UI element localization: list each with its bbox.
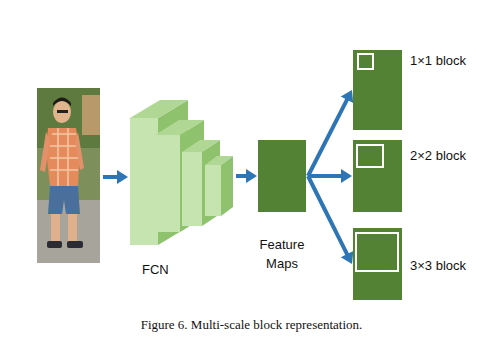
arrow-shaft — [236, 174, 247, 178]
label-text: FCN — [142, 260, 169, 279]
person-head — [53, 101, 71, 123]
flow-arrow — [236, 169, 257, 183]
node-label: 1×1 block — [410, 51, 466, 70]
layer-slab-top — [155, 120, 204, 135]
arrowhead — [246, 169, 257, 183]
feature-map-node: Feature Maps — [252, 138, 314, 278]
label-text: 2×2 block — [410, 146, 466, 165]
person-glasses — [57, 110, 68, 113]
person-shoe — [47, 241, 62, 248]
person-hair — [53, 98, 71, 107]
person-leg — [51, 214, 60, 242]
layer-slab-front — [130, 118, 158, 245]
block-window — [355, 232, 399, 272]
person-arm — [75, 132, 84, 170]
label-text: 3×3 block — [410, 256, 466, 275]
block-node: 1×1 block — [351, 48, 481, 132]
layer-slab-top — [205, 156, 233, 165]
block-window — [356, 144, 384, 168]
flow-arrow — [308, 176, 353, 264]
layer-slab-front — [205, 165, 221, 216]
layer-slab-side — [180, 120, 204, 232]
feature-map-box — [258, 140, 306, 212]
layer-slab-side — [202, 140, 220, 226]
shirt-check — [50, 128, 78, 186]
layer-slab-front — [155, 135, 180, 232]
arrowhead — [341, 169, 352, 183]
layer-slab-front — [182, 152, 202, 226]
person-shirt — [46, 128, 80, 186]
arrowhead — [341, 90, 353, 103]
arrow-shaft — [308, 174, 342, 178]
arrow-shaft — [308, 176, 348, 255]
label-text: Feature Maps — [252, 235, 312, 273]
photo-wall — [82, 95, 100, 135]
person-shoe — [67, 241, 83, 248]
block-map-box — [353, 228, 402, 300]
fcn-layers — [128, 98, 234, 248]
flow-arrow — [308, 90, 353, 176]
block-map-box — [353, 50, 402, 130]
photo-background — [37, 88, 100, 263]
input-arrow — [103, 175, 118, 179]
node-label: Feature Maps — [252, 235, 312, 273]
node-label: 3×3 block — [410, 256, 466, 275]
layer-slab-top — [130, 100, 188, 118]
person-shorts — [48, 186, 80, 214]
block-map-box — [353, 140, 402, 212]
person-arm — [40, 132, 50, 172]
node-label: FCN — [142, 260, 169, 279]
figure-caption: Figure 6. Multi-scale block representati… — [0, 316, 503, 334]
block-node: 3×3 block — [351, 226, 481, 302]
person-leg — [68, 214, 77, 242]
input-arrowhead — [117, 170, 128, 184]
label-text: 1×1 block — [410, 51, 466, 70]
block-node: 2×2 block — [351, 138, 481, 214]
layer-slab-side — [221, 156, 233, 216]
layer-slab-top — [182, 140, 220, 152]
fcn-node: FCN — [128, 98, 238, 283]
block-window — [357, 53, 374, 70]
arrow-shaft — [308, 99, 347, 176]
arrowhead — [341, 251, 354, 264]
flow-arrow — [308, 169, 352, 183]
node-label: 2×2 block — [410, 146, 466, 165]
